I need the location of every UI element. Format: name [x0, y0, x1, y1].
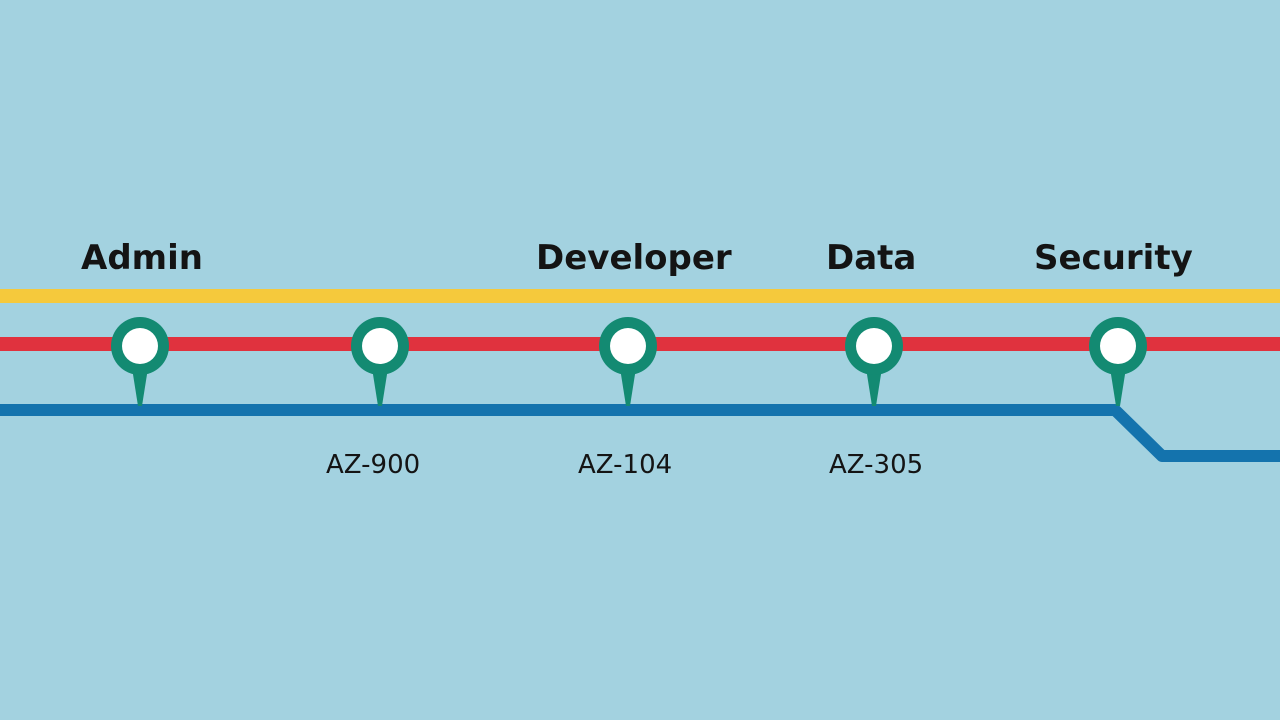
stop-pin-4: [845, 317, 903, 406]
stop-pin-3: [599, 317, 657, 406]
stop-pin-1: [111, 317, 169, 406]
category-label-developer: Developer: [536, 238, 732, 278]
stop-pin-5: [1089, 317, 1147, 406]
category-label-admin: Admin: [81, 238, 203, 278]
category-label-data: Data: [826, 238, 917, 278]
stop-pin-2: [351, 317, 409, 406]
cert-label-az-900: AZ-900: [326, 450, 421, 480]
category-label-security: Security: [1034, 238, 1193, 278]
cert-label-az-104: AZ-104: [578, 450, 673, 480]
blue-line: [0, 404, 1280, 462]
cert-label-az-305: AZ-305: [829, 450, 924, 480]
